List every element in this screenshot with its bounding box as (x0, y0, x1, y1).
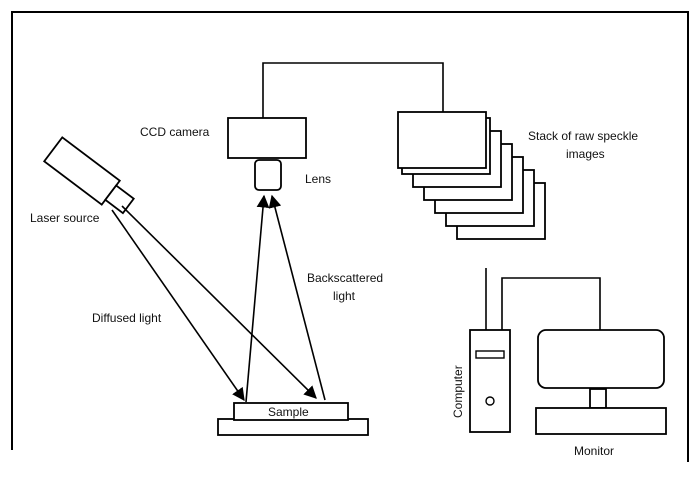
sample-slab (233, 402, 349, 421)
monitor-screen (537, 329, 665, 389)
computer-drive-slot (475, 350, 505, 359)
laser-source-device (42, 136, 135, 215)
lens-label: Lens (305, 172, 331, 186)
diagram-frame (11, 11, 689, 462)
stack-label-line2: images (566, 147, 605, 161)
camera-to-stack-cable (262, 62, 444, 118)
monitor-neck (589, 388, 607, 409)
monitor-label: Monitor (574, 444, 614, 458)
backscattered-light-label-line2: light (333, 289, 356, 303)
sample-label: Sample (268, 405, 309, 419)
monitor-base (535, 407, 667, 435)
laser-source-label: Laser source (30, 211, 100, 225)
backscattered-light-label-line1: Backscattered (307, 271, 383, 285)
stack-label-line1: Stack of raw speckle (528, 129, 638, 143)
backscattered-ray-right (268, 194, 326, 401)
image-stack (397, 111, 546, 240)
computer-to-monitor-cable (501, 277, 601, 330)
backscattered-ray-left (245, 194, 270, 403)
ccd-camera-body (227, 117, 307, 159)
diffused-light-ray-right (121, 205, 317, 399)
computer-tower (469, 329, 511, 433)
computer-label: Computer (451, 365, 465, 418)
sample-stage (217, 418, 369, 436)
lens-shape (254, 159, 282, 191)
diffused-light-ray-left (111, 209, 245, 402)
ccd-camera-label: CCD camera (140, 125, 210, 139)
diffused-light-label: Diffused light (92, 311, 162, 325)
computer-power-button (485, 396, 495, 406)
